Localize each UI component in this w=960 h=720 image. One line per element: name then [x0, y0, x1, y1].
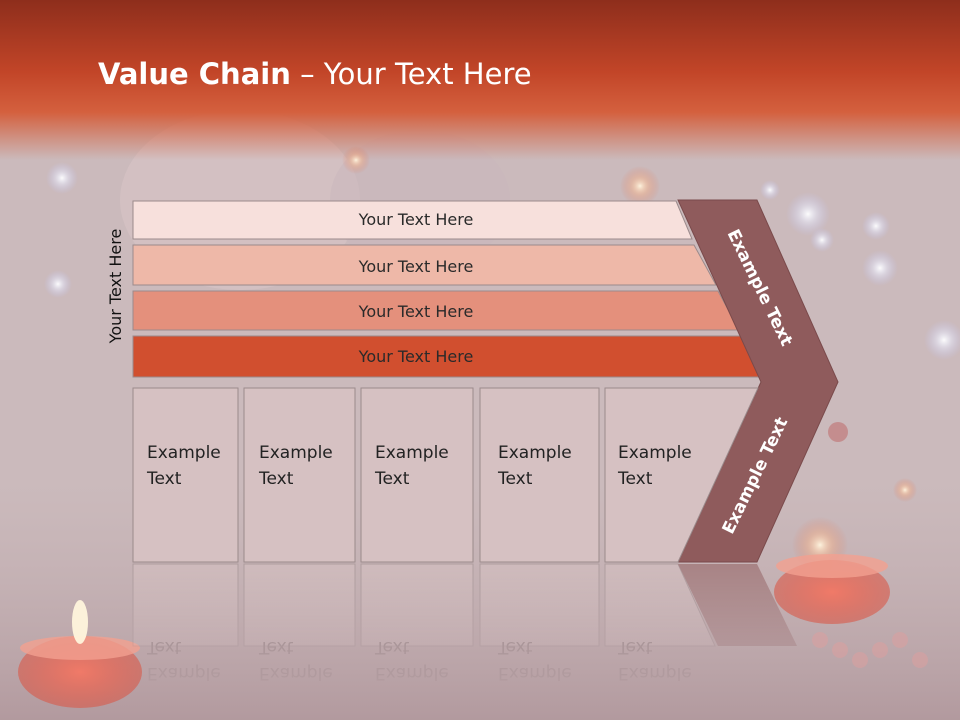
boxes-group: Example Text Example Text Example Text E… [132, 387, 759, 563]
box-2-reflection-line1: Example [259, 663, 333, 683]
chevron-arrow[interactable] [677, 199, 839, 563]
box-2-line2: Text [258, 469, 294, 489]
box-1[interactable] [132, 387, 239, 563]
box-3[interactable] [360, 387, 474, 563]
reflection-group: Example Text Example Text Example Text E… [132, 563, 797, 683]
title-bold: Value Chain [98, 57, 291, 91]
box-3-reflection-line2: Text [374, 637, 410, 657]
box-1-reflection-line2: Text [146, 637, 182, 657]
bar-1-label: Your Text Here [358, 210, 474, 229]
bar-2[interactable] [132, 244, 717, 286]
box-5-line2: Text [617, 469, 653, 489]
box-1-line2: Text [146, 469, 182, 489]
title-rest: – Your Text Here [290, 57, 532, 91]
bar-3-label: Your Text Here [358, 302, 474, 321]
slide-title: Value Chain – Your Text Here [98, 52, 532, 96]
bar-4-label: Your Text Here [358, 347, 474, 366]
bar-2-label: Your Text Here [358, 257, 474, 276]
box-4-line2: Text [497, 469, 533, 489]
box-1-reflection-line1: Example [147, 663, 221, 683]
box-2-line1: Example [259, 443, 333, 463]
box-5-reflection-line1: Example [618, 663, 692, 683]
box-4[interactable] [479, 387, 600, 563]
box-5-line1: Example [618, 443, 692, 463]
box-4-reflection-line1: Example [498, 663, 572, 683]
box-2-reflection-line2: Text [258, 637, 294, 657]
bars-group: Your Text Here Your Text Here Your Text … [132, 200, 764, 378]
bar-1[interactable] [132, 200, 693, 240]
box-4-line1: Example [498, 443, 572, 463]
box-5-reflection-line2: Text [617, 637, 653, 657]
box-1-line1: Example [147, 443, 221, 463]
box-4-reflection-line2: Text [497, 637, 533, 657]
box-5[interactable] [604, 387, 759, 563]
box-3-line1: Example [375, 443, 449, 463]
box-3-line2: Text [374, 469, 410, 489]
title-band [0, 0, 960, 160]
box-2[interactable] [243, 387, 356, 563]
box-3-reflection-line1: Example [375, 663, 449, 683]
